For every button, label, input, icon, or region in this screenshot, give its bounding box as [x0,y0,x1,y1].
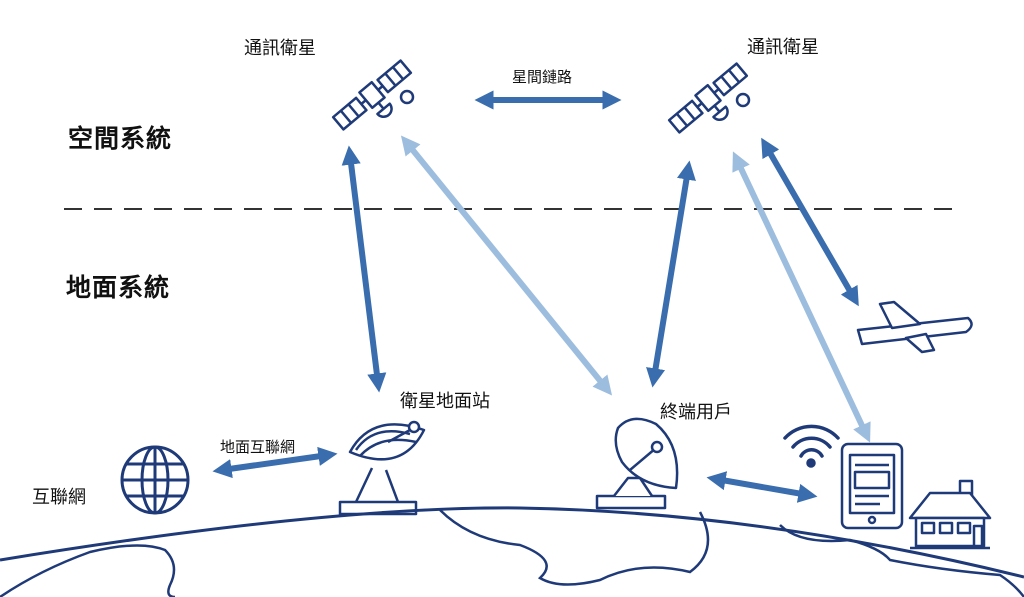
satellite-antenna-icon [735,92,751,108]
zone-label-ground: 地面系統 [66,273,171,302]
link-arrow-satellite-left-to-terminal [400,135,613,396]
link-arrow-terminal-to-tablet [706,471,818,503]
continent-outline [439,509,710,586]
tablet-icon [840,442,904,530]
ground-internet-label: 地面互聯網 [220,438,296,456]
ground-station-label: 衛星地面站 [400,391,490,412]
satellite-icon [331,59,413,131]
satellite-antenna-icon [399,89,415,105]
satellite-dish-icon [338,420,426,516]
inter-satellite-link-label: 星間鏈路 [512,68,573,86]
ground-internet-arrow [212,446,338,479]
satellite-left-label: 通訊衛星 [244,38,316,59]
continent-outline [779,524,1024,597]
satellite-right-label: 通訊衛星 [747,37,819,58]
continent-outline [0,544,176,597]
wifi-icon [783,424,840,468]
link-arrow-satellite-left-to-ground-station [341,145,387,393]
terminal-user-label: 終端用戶 [660,402,732,423]
internet-label: 互聯網 [32,487,86,508]
zone-label-space: 空間系統 [68,124,173,153]
house-icon [908,479,992,550]
satellite-icon [667,62,749,134]
globe-icon [120,445,190,515]
link-arrow-satellite-right-to-airplane [761,137,859,307]
link-arrow-satellite-right-to-tablet [732,151,871,443]
link-arrow-satellite-right-to-terminal [646,160,696,388]
airplane-icon [856,300,973,354]
satellite-dish-icon [595,417,679,510]
